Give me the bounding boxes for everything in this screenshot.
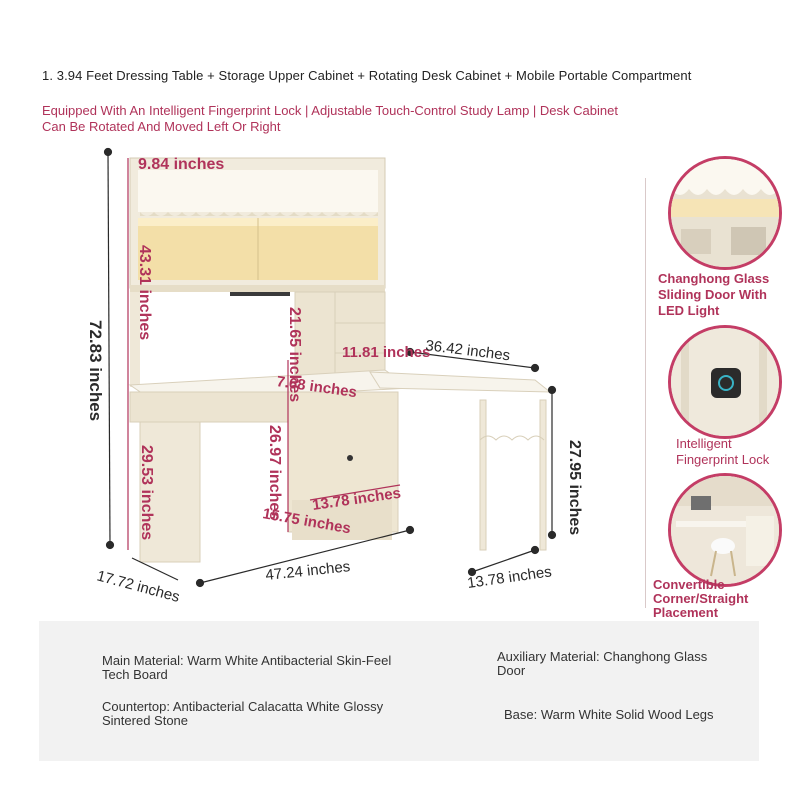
upper-cabinet — [129, 157, 386, 292]
main-material: Main Material: Warm White Antibacterial … — [102, 653, 392, 682]
dim-width: 47.24 inches — [265, 558, 351, 584]
dim-top-depth: 9.84 inches — [138, 156, 224, 173]
feature-image-glass-door — [668, 156, 782, 270]
feature-label-glass-door: Changhong Glass Sliding Door With LED Li… — [658, 271, 770, 318]
dim-side-depth: 13.78 inches — [466, 563, 553, 592]
divider — [645, 178, 646, 608]
feature-label-placement: Convertible Corner/Straight Placement — [653, 577, 749, 620]
fingerprint-lock-icon — [671, 328, 779, 436]
feature-label-fingerprint-lock: Intelligent Fingerprint Lock — [676, 436, 770, 467]
dim-shelf-height: 21.65 inches — [286, 307, 303, 402]
glass-door-icon — [671, 159, 779, 267]
desk-body — [128, 369, 552, 563]
subheadline: Equipped With An Intelligent Fingerprint… — [42, 103, 618, 134]
feature-image-fingerprint-lock — [668, 325, 782, 439]
desk-illustration: 9.84 inches 43.31 inches 72.83 inches 21… — [86, 147, 583, 606]
dim-total-height: 72.83 inches — [86, 320, 105, 421]
headline: 1. 3.94 Feet Dressing Table + Storage Up… — [42, 68, 692, 83]
dim-side-height: 27.95 inches — [566, 440, 583, 535]
dim-drawer-width: 11.81 inches — [342, 344, 430, 361]
dimension-lines — [103, 147, 557, 588]
base-material: Base: Warm White Solid Wood Legs — [504, 707, 714, 722]
dim-side-width: 36.42 inches — [425, 337, 512, 364]
dim-lower-height: 29.53 inches — [138, 445, 155, 540]
dim-upper-height: 43.31 inches — [136, 245, 153, 340]
desk-room-icon — [671, 476, 779, 584]
auxiliary-material: Auxiliary Material: Changhong Glass Door — [497, 649, 708, 678]
materials-panel: Main Material: Warm White Antibacterial … — [39, 621, 759, 761]
feature-image-placement — [668, 473, 782, 587]
dim-depth: 17.72 inches — [95, 567, 182, 605]
countertop-material: Countertop: Antibacterial Calacatta Whit… — [102, 699, 384, 728]
accent-dimension-lines — [127, 158, 401, 550]
dim-cabinet-height: 26.97 inches — [266, 425, 283, 520]
